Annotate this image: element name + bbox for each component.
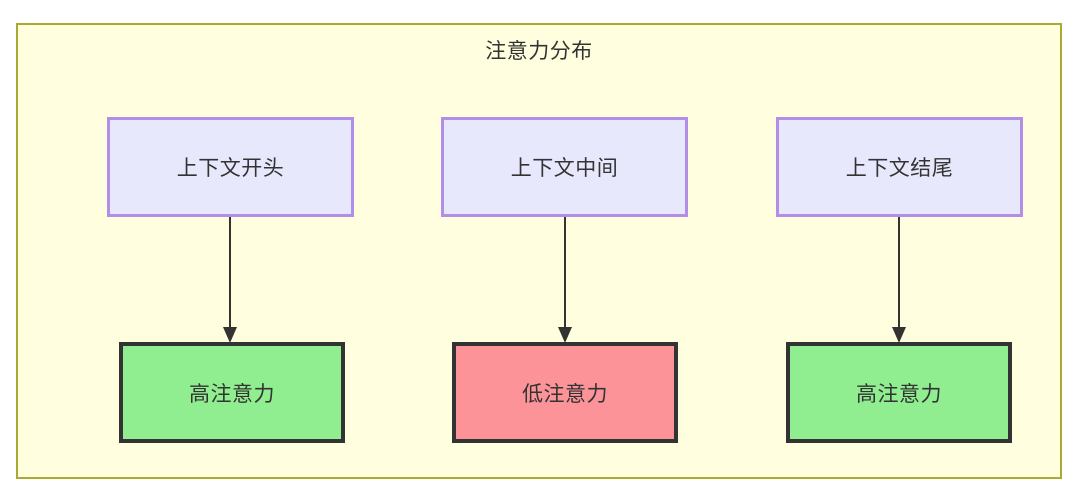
- edge-context-end-to-attention: [892, 217, 906, 343]
- node-attention-end[interactable]: 高注意力: [786, 342, 1012, 443]
- node-context-end[interactable]: 上下文结尾: [776, 117, 1023, 217]
- arrowhead-down-icon: [892, 327, 906, 343]
- arrowhead-down-icon: [223, 327, 237, 343]
- diagram-title: 注意力分布: [485, 40, 593, 63]
- node-attention-middle[interactable]: 低注意力: [452, 342, 678, 443]
- edge-context-start-to-attention: [223, 217, 237, 343]
- node-context-start[interactable]: 上下文开头: [107, 117, 354, 217]
- node-context-middle[interactable]: 上下文中间: [441, 117, 688, 217]
- arrowhead-down-icon: [558, 327, 572, 343]
- node-attention-start[interactable]: 高注意力: [119, 342, 345, 443]
- edge-context-middle-to-attention: [558, 217, 572, 343]
- attention-distribution-container: 注意力分布 上下文开头 上下文中间 上下文结尾 高注意力 低注意力 高注意力: [16, 23, 1062, 479]
